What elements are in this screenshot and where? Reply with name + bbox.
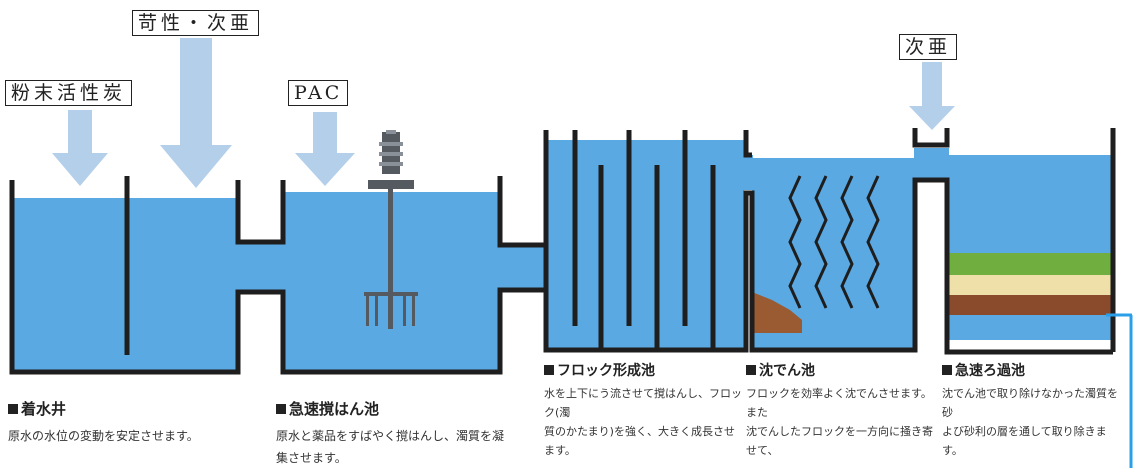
stage-description-line: フロックを効率よく沈でんさせます。また	[746, 387, 932, 419]
stage-title: 急速撹はん池	[289, 400, 380, 418]
mixer-agitator	[364, 130, 418, 329]
mixer-paddle-bar	[364, 292, 418, 296]
stage-description-line: 沈でんしたフロックを一方向に掻き寄せて、	[746, 425, 933, 457]
caption-rapid-filter: 急速ろ過池 沈でん池で取り除けなかった濁質を砂 よび砂利の層を通して取り除きます…	[942, 360, 1122, 460]
mixer-paddle-blade	[412, 296, 415, 326]
stage-description-line: 質のかたまり)を強く、大きく成長させます。	[544, 425, 735, 457]
hypo-label: 次亜	[899, 34, 958, 60]
stage-description: 原水の水位の変動を安定させます。	[8, 429, 199, 443]
mixer-motor-cap	[386, 130, 396, 134]
bullet-square-icon	[942, 365, 952, 375]
caption-sedimentation: 沈でん池 フロックを効率よく沈でんさせます。また 沈でんしたフロックを一方向に掻…	[746, 360, 936, 460]
baffle-zigzag	[866, 175, 880, 309]
pipe-connector-2	[500, 245, 548, 290]
bullet-square-icon	[276, 404, 286, 414]
mixer-shaft	[388, 189, 393, 329]
mixer-motor-fin	[379, 142, 403, 146]
bullet-square-icon	[544, 365, 554, 375]
baffle-zigzag	[788, 175, 802, 309]
stage-description-line: よび砂利の層を通して取り除きます。	[942, 425, 1107, 457]
basin-walls	[9, 128, 1116, 375]
pipe-connector-3	[743, 155, 753, 190]
baffle-zigzag	[840, 175, 854, 309]
mixer-motor-fin	[379, 162, 403, 166]
filter-sand-layer-green	[948, 253, 1111, 275]
mixer-paddle-blade	[375, 296, 378, 326]
bullet-square-icon	[8, 404, 18, 414]
caustic-hypo-label: 苛性・次亜	[132, 10, 260, 36]
settled-sludge	[752, 292, 802, 333]
mixer-mount	[368, 180, 414, 189]
caption-rapid-mixing: 急速撹はん池 原水と薬品をすばやく撹はんし、濁質を凝 集させます。	[276, 398, 526, 469]
activated-carbon-label: 粉末活性炭	[5, 80, 133, 106]
stage-description-line: 原水と薬品をすばやく撹はんし、濁質を凝	[276, 429, 505, 443]
filter-sand-layer-yellow	[948, 275, 1111, 295]
filter-gravel-layer	[948, 295, 1111, 315]
pipe-connector-4	[914, 148, 949, 178]
caustic-hypo-arrow	[160, 38, 232, 188]
hypo-arrow	[909, 62, 955, 130]
mixer-paddle-blade	[366, 296, 369, 326]
stage-title: 急速ろ過池	[955, 363, 1025, 379]
stage-description-line: 水を上下にう流させて撹はんし、フロック(濁	[544, 387, 742, 419]
bullet-square-icon	[746, 365, 756, 375]
stage-title: 沈でん池	[759, 363, 815, 379]
stage-description-line: 沈でん池で取り除けなかった濁質を砂	[942, 387, 1118, 419]
caption-receiving-well: 着水井 原水の水位の変動を安定させます。	[8, 398, 248, 447]
caption-flocculation: フロック形成池 水を上下にう流させて撹はんし、フロック(濁 質のかたまり)を強く…	[544, 360, 744, 460]
stage-description-line: 集させます。	[276, 451, 347, 465]
pac-arrow	[295, 112, 355, 186]
stage-title: 着水井	[21, 400, 67, 418]
pac-label: PAC	[288, 80, 349, 106]
mixer-paddle-blade	[403, 296, 406, 326]
activated-carbon-arrow	[52, 110, 108, 186]
stage-title: フロック形成池	[557, 363, 655, 379]
pipe-connector-1	[238, 242, 283, 292]
mixer-motor-fin	[379, 152, 403, 156]
sedimentation-baffles	[788, 175, 880, 309]
baffle-zigzag	[814, 175, 828, 309]
